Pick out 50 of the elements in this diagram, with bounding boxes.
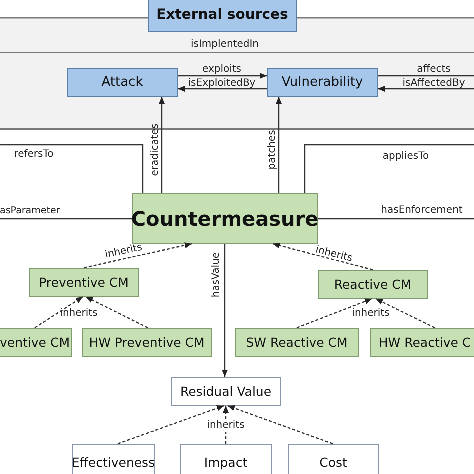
edge-label: inherits [60, 309, 98, 319]
connector-line [304, 144, 474, 193]
class-box: SW Reactive CM [235, 328, 359, 357]
arrow [378, 86, 474, 92]
edge-label: appliesTo [382, 152, 430, 162]
edge-label: refersTo [14, 150, 54, 160]
dashed-arrow [272, 242, 374, 271]
class-box: Countermeasure [132, 193, 318, 244]
edge-label: inherits [314, 246, 354, 264]
class-box: Impact [180, 444, 272, 474]
connector-line [378, 75, 474, 77]
dashed-arrow [84, 242, 192, 269]
class-box: Vulnerability [267, 68, 378, 97]
arrow [178, 86, 267, 92]
relation-label: isImplentedIn [191, 40, 259, 50]
edge-label: exploits [202, 65, 242, 75]
edge-label: isExploitedBy [188, 79, 256, 89]
arrow [222, 244, 228, 377]
class-box: HW Reactive C [370, 328, 474, 357]
dashed-arrow [296, 298, 372, 329]
class-box: Preventive CM [29, 268, 139, 297]
edge-label: asParameter [0, 206, 60, 216]
connector-line [0, 144, 144, 193]
edge-label: inherits [104, 243, 144, 261]
arrow [178, 73, 267, 79]
class-box: Effectiveness [72, 444, 155, 474]
class-box: Attack [67, 68, 178, 97]
edge-label: affects [417, 65, 451, 75]
class-box: Cost [288, 444, 379, 474]
edge-label: isAffectedBy [402, 79, 466, 89]
dashed-arrow [228, 405, 334, 445]
edge-label: eradicates [151, 124, 161, 176]
dashed-arrow [86, 296, 148, 329]
arrow [276, 97, 282, 193]
arrow [159, 97, 165, 193]
edge-label: hasValue [212, 252, 222, 298]
class-box: ventive CM [0, 328, 72, 357]
class-box: Reactive CM [318, 270, 428, 299]
edge-label: patches [268, 130, 278, 170]
connector-line [0, 218, 132, 220]
edge-label: hasEnforcement [381, 206, 463, 216]
connector-line [318, 218, 474, 220]
dashed-arrow [376, 298, 436, 329]
source-box: External sources [148, 0, 297, 32]
edge-label: inherits [352, 309, 390, 319]
dashed-arrow [118, 405, 224, 445]
edge-label: inherits [205, 420, 247, 432]
class-box: Residual Value [171, 377, 281, 406]
dashed-arrow [34, 296, 84, 328]
class-box: HW Preventive CM [82, 328, 212, 357]
